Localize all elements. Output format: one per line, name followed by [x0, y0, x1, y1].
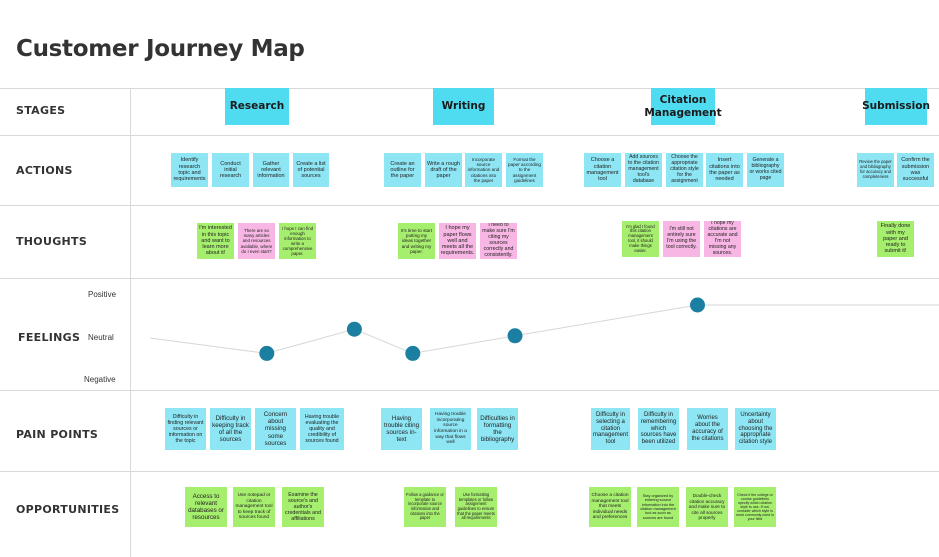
feeling-point — [405, 345, 421, 361]
pain-point-note: Worries about the accuracy of the citati… — [687, 408, 728, 450]
action-note: Incorporate source information and citat… — [465, 153, 502, 187]
row-divider — [0, 390, 939, 391]
action-note: Confirm the submission was successful — [897, 153, 934, 187]
opportunity-note: Choose a citation management tool that m… — [589, 487, 631, 527]
opportunity-note: Use notepad or citation management tool … — [233, 487, 275, 527]
row-divider — [0, 471, 939, 472]
opportunity-note: Double-check citation accuracy and make … — [686, 487, 728, 527]
row-divider — [0, 135, 939, 136]
thought-note: I need to make sure I'm citing my source… — [480, 223, 517, 259]
row-label-feelings: FEELINGS — [18, 331, 81, 344]
page-title: Customer Journey Map — [16, 36, 305, 62]
row-label-actions: ACTIONS — [16, 164, 73, 177]
pain-point-note: Having trouble evaluating the quality an… — [300, 408, 344, 450]
action-note: Choose a citation management tool — [584, 153, 621, 187]
action-note: Add sources to the citation management t… — [625, 153, 662, 187]
row-label-thoughts: THOUGHTS — [16, 235, 88, 248]
pain-point-note: Difficulty in remembering which sources … — [638, 408, 679, 450]
pain-point-note: Difficulty in keeping track of all the s… — [210, 408, 251, 450]
stage-writing: Writing — [433, 88, 494, 125]
action-note: Choose the appropriate citation style fo… — [666, 153, 703, 187]
thought-note: I'm interested in this topic and want to… — [197, 223, 234, 259]
opportunity-note: Check if the college or course guideline… — [734, 487, 776, 527]
pain-point-note: Difficulty in selecting a citation manag… — [591, 408, 630, 450]
pain-point-note: Concern about missing some sources — [255, 408, 296, 450]
stage-research: Research — [225, 88, 289, 125]
row-divider — [0, 205, 939, 206]
stage-citation-management: Citation Management — [644, 88, 722, 125]
feeling-point — [507, 328, 523, 344]
pain-point-note: Uncertainty about choosing the appropria… — [735, 408, 776, 450]
action-note: Review the paper and bibliography for ac… — [857, 153, 894, 187]
opportunity-note: Access to relevant databases or resource… — [185, 487, 227, 527]
feeling-neutral-label: Neutral — [88, 333, 114, 342]
thought-note: I hope my citations are accurate and I'm… — [704, 221, 741, 257]
feeling-negative-label: Negative — [84, 375, 116, 384]
feeling-point — [690, 297, 705, 313]
pain-point-note: Having trouble incorporating source info… — [430, 408, 471, 450]
column-divider — [130, 88, 131, 557]
thought-note: I'm still not entirely sure I'm using th… — [663, 221, 700, 257]
action-note: Conduct initial research — [212, 153, 249, 187]
feeling-point — [346, 321, 362, 337]
action-note: Identify research topic and requirements — [171, 153, 208, 187]
action-note: Gather relevant information — [253, 153, 289, 187]
thought-note: I'm glad I found this citation managemen… — [622, 221, 659, 257]
feeling-point — [259, 345, 275, 361]
thought-note: There are so many articles and resources… — [238, 223, 275, 259]
action-note: Create a list of potential sources — [293, 153, 329, 187]
feeling-positive-label: Positive — [88, 290, 117, 299]
row-label-stages: STAGES — [16, 104, 66, 117]
pain-point-note: Difficulties in formatting the bibliogra… — [477, 408, 518, 450]
row-label-opportunities: OPPORTUNITIES — [16, 503, 120, 516]
pain-point-note: Difficulty in finding relevant sources o… — [165, 408, 206, 450]
row-divider — [0, 278, 939, 279]
thought-note: I hope I can find enough information to … — [279, 223, 316, 259]
action-note: Insert citations into the paper as neede… — [706, 153, 743, 187]
opportunity-note: Use formatting templates or follow assig… — [455, 487, 497, 527]
pain-point-note: Having trouble citing sources in-text — [381, 408, 422, 450]
thought-note: It's time to start putting my ideas toge… — [398, 223, 435, 259]
action-note: Write a rough draft of the paper — [425, 153, 462, 187]
action-note: Format the paper according to the assign… — [506, 153, 543, 187]
opportunity-note: Follow a guidance or template to incorpo… — [404, 487, 446, 527]
row-label-pain-points: PAIN POINTS — [16, 428, 99, 441]
thought-note: Finally done with my paper and ready to … — [877, 221, 914, 257]
opportunity-note: Examine the source's and author's creden… — [282, 487, 324, 527]
action-note: Generate a bibliography or works cited p… — [747, 153, 784, 187]
stage-submission: Submission — [862, 88, 930, 125]
opportunity-note: Stay organized by entering source inform… — [637, 487, 679, 527]
action-note: Create an outline for the paper — [384, 153, 421, 187]
thought-note: I hope my paper flows well and meets all… — [439, 223, 476, 259]
